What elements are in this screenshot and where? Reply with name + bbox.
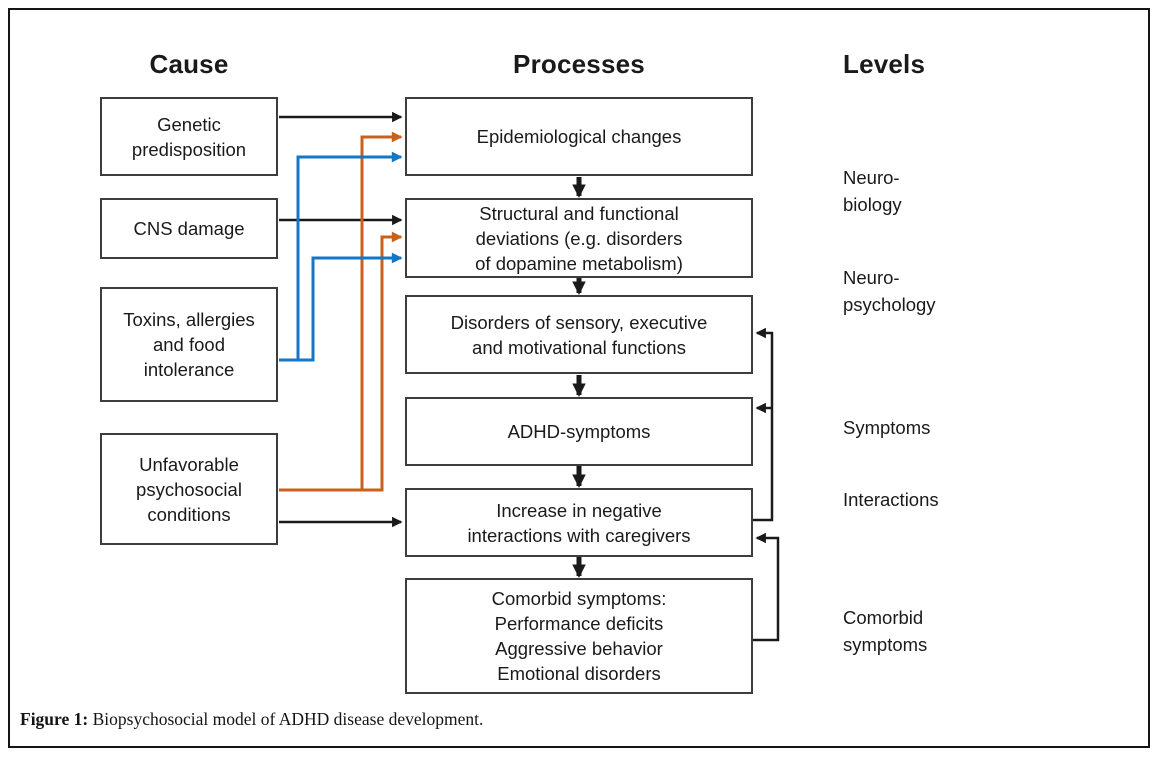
process-box-adhd-symptoms: ADHD-symptoms (405, 397, 753, 466)
column-title-cause: Cause (149, 49, 229, 79)
process-box-structural-deviations: Structural and functional deviations (e.… (405, 198, 753, 278)
cause-box-genetic-predisposition: Genetic predisposition (100, 97, 278, 176)
cause-box-cns-damage: CNS damage (100, 198, 278, 259)
figure-caption: Figure 1: Biopsychosocial model of ADHD … (20, 709, 483, 730)
level-label-interactions: Interactions (843, 489, 939, 510)
level-label-comorbid-symptoms: Comorbid symptoms (843, 607, 928, 655)
cause-box-psychosocial-conditions: Unfavorable psychosocial conditions (100, 433, 278, 545)
process-box-negative-interactions: Increase in negative interactions with c… (405, 488, 753, 557)
cause-box-toxins-allergies: Toxins, allergies and food intolerance (100, 287, 278, 402)
level-label-neuropsychology: Neuro- psychology (843, 267, 936, 315)
level-label-neurobiology: Neuro- biology (843, 167, 902, 215)
level-label-symptoms: Symptoms (843, 417, 931, 438)
process-box-comorbid-symptoms: Comorbid symptoms: Performance deficits … (405, 578, 753, 694)
figure-caption-text: Biopsychosocial model of ADHD disease de… (88, 709, 484, 729)
column-title-processes: Processes (513, 49, 645, 79)
process-box-epidemiological-changes: Epidemiological changes (405, 97, 753, 176)
process-box-sensory-disorders: Disorders of sensory, executive and moti… (405, 295, 753, 374)
figure-caption-label: Figure 1: (20, 709, 89, 729)
column-title-levels: Levels (843, 49, 926, 79)
